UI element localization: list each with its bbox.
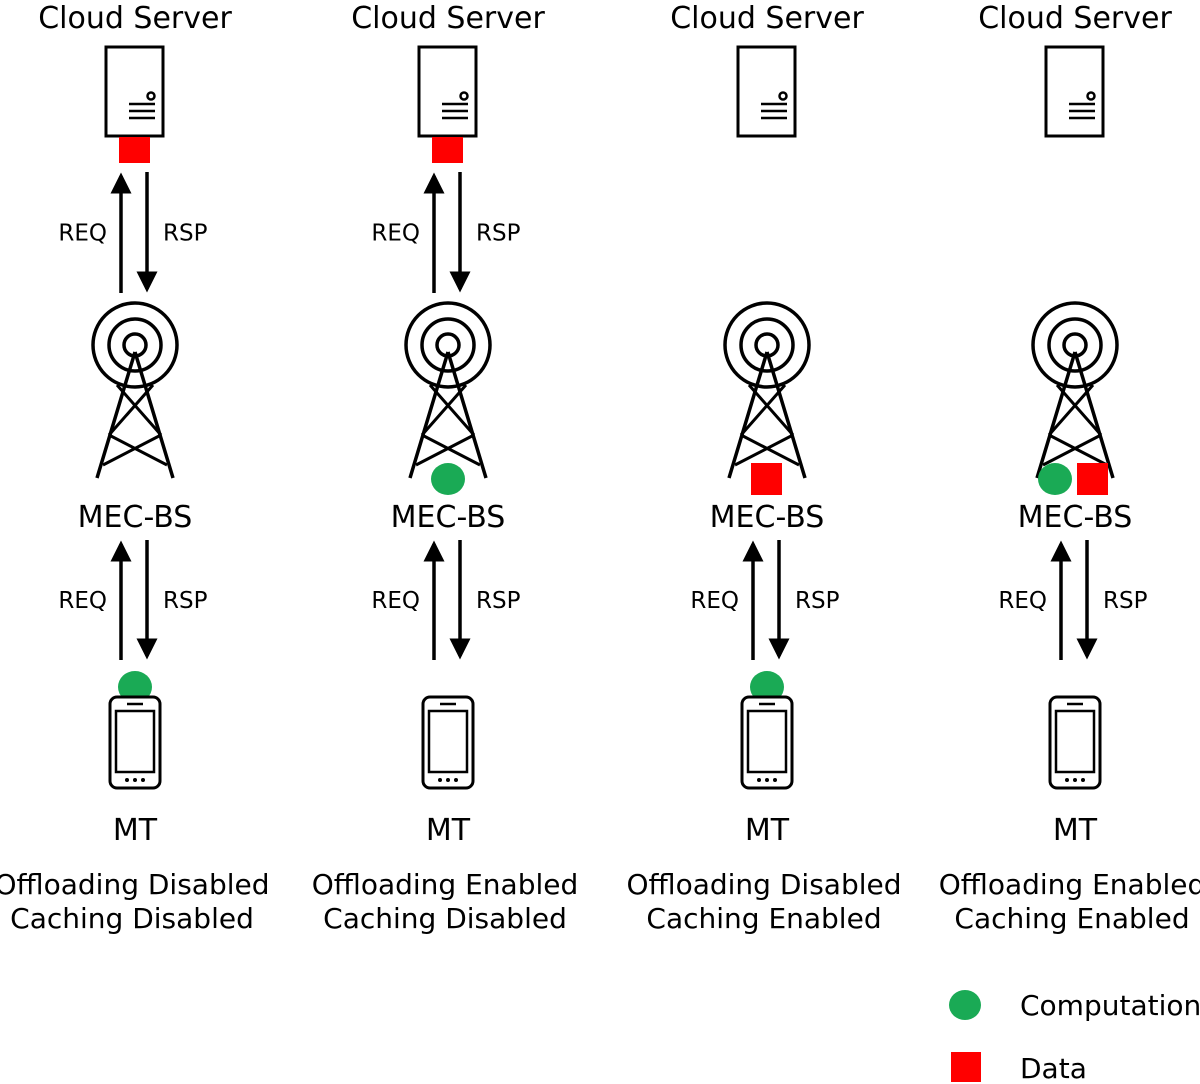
access-link-rsp-label: RSP bbox=[163, 588, 208, 614]
mt-label: MT bbox=[113, 813, 158, 848]
offloading-caption: Offloading Enabled bbox=[939, 868, 1200, 901]
tower-icon bbox=[723, 301, 811, 479]
caching-caption: Caching Disabled bbox=[323, 902, 567, 935]
caching-caption: Caching Disabled bbox=[10, 902, 254, 935]
server-icon bbox=[417, 45, 478, 138]
server-icon bbox=[736, 45, 797, 138]
mec-bs-label: MEC-BS bbox=[78, 500, 193, 535]
phone-icon bbox=[740, 695, 794, 790]
server-data-marker bbox=[119, 137, 150, 163]
mec-bs-label: MEC-BS bbox=[1018, 500, 1133, 535]
legend: Computation Data bbox=[949, 989, 1200, 1084]
bs-data-marker bbox=[751, 463, 782, 495]
legend-data-marker bbox=[951, 1052, 981, 1082]
caching-caption: Caching Enabled bbox=[646, 902, 881, 935]
caching-caption: Caching Enabled bbox=[954, 902, 1189, 935]
legend-data-label: Data bbox=[1020, 1052, 1087, 1084]
cloud-server-label: Cloud Server bbox=[351, 1, 545, 36]
cloud-link-rsp-label: RSP bbox=[163, 221, 208, 247]
phone-icon bbox=[1048, 695, 1102, 790]
cloud-link-req-label: REQ bbox=[58, 221, 107, 247]
bs-computation-marker bbox=[1038, 463, 1072, 495]
tower-icon bbox=[91, 301, 179, 479]
access-link-rsp-label: RSP bbox=[1103, 588, 1148, 614]
mt-label: MT bbox=[1053, 813, 1098, 848]
server-data-marker bbox=[432, 137, 463, 163]
offloading-caption: Offloading Enabled bbox=[312, 868, 579, 901]
access-link-rsp-label: RSP bbox=[795, 588, 840, 614]
cloud-link-req-label: REQ bbox=[371, 221, 420, 247]
tower-icon bbox=[404, 301, 492, 479]
mt-label: MT bbox=[745, 813, 790, 848]
bs-data-marker bbox=[1077, 463, 1108, 495]
server-icon bbox=[1044, 45, 1105, 138]
phone-icon bbox=[108, 695, 162, 790]
offloading-caption: Offloading Disabled bbox=[626, 868, 901, 901]
cloud-server-label: Cloud Server bbox=[38, 1, 232, 36]
mec-bs-label: MEC-BS bbox=[391, 500, 506, 535]
access-link-req-label: REQ bbox=[371, 588, 420, 614]
cloud-server-label: Cloud Server bbox=[978, 1, 1172, 36]
access-link-rsp-label: RSP bbox=[476, 588, 521, 614]
server-icon bbox=[104, 45, 165, 138]
cloud-link-rsp-label: RSP bbox=[476, 221, 521, 247]
bs-computation-marker bbox=[431, 463, 465, 495]
legend-computation-label: Computation bbox=[1020, 989, 1200, 1022]
mt-computation-marker bbox=[750, 671, 784, 703]
access-link-req-label: REQ bbox=[998, 588, 1047, 614]
tower-icon bbox=[1031, 301, 1119, 479]
cloud-server-label: Cloud Server bbox=[670, 1, 864, 36]
access-link-req-label: REQ bbox=[58, 588, 107, 614]
phone-icon bbox=[421, 695, 475, 790]
mec-bs-label: MEC-BS bbox=[710, 500, 825, 535]
legend-computation-marker bbox=[949, 990, 981, 1020]
offloading-caption: Offloading Disabled bbox=[0, 868, 270, 901]
access-link-req-label: REQ bbox=[690, 588, 739, 614]
mt-label: MT bbox=[426, 813, 471, 848]
mt-computation-marker bbox=[118, 671, 152, 703]
